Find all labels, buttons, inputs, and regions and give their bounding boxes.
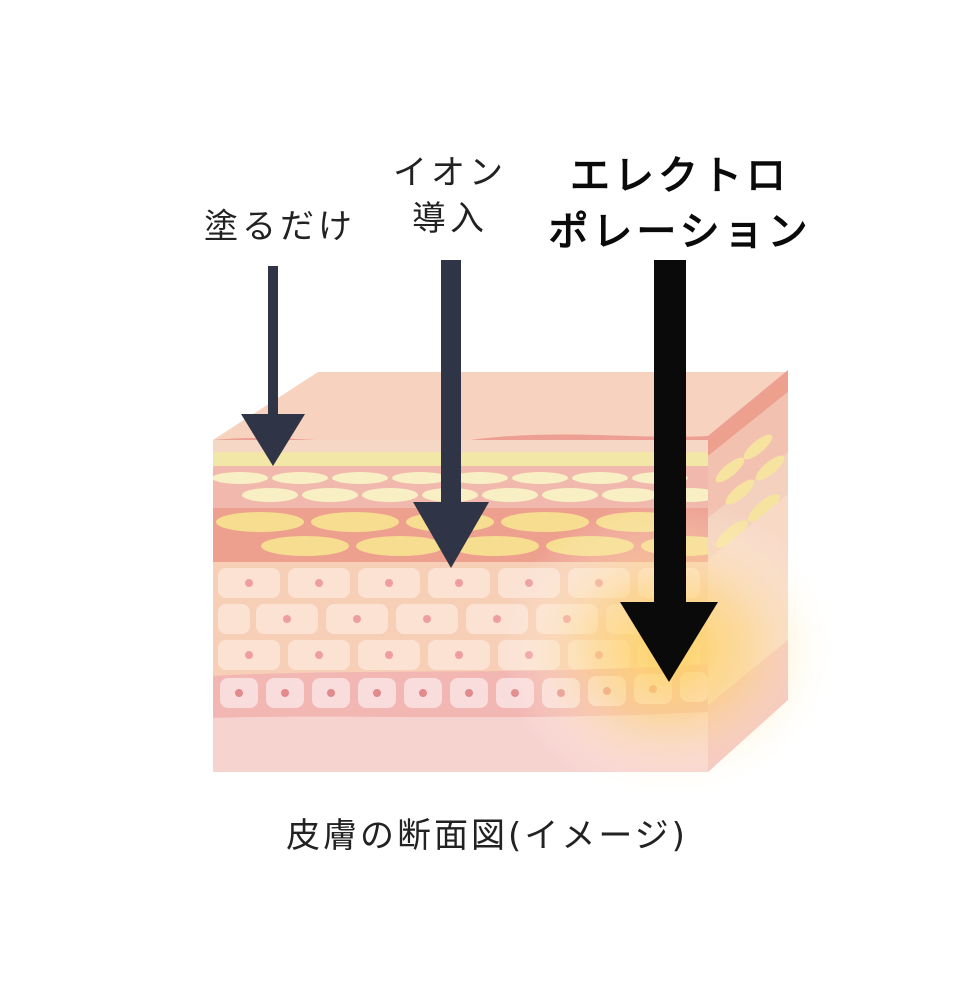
label-nuru-dake: 塗るだけ: [190, 204, 370, 250]
label-electro-line1: エレクトロ: [570, 153, 790, 199]
label-electroporation: エレクトロ ポレーション: [520, 148, 840, 260]
diagram-caption: 皮膚の断面図(イメージ): [286, 816, 688, 856]
label-ion-line2: 導入: [412, 199, 488, 239]
skin-top-surface: [213, 372, 788, 440]
label-nuru-dake-text: 塗るだけ: [204, 207, 356, 247]
arrow-nuru-dake: [241, 266, 305, 466]
label-ion-donyu: イオン 導入: [380, 150, 520, 242]
stratum-corneum-cells: [213, 472, 708, 502]
label-ion-line1: イオン: [393, 153, 507, 193]
arrow-ion-donyu: [413, 260, 489, 568]
label-electro-line2: ポレーション: [548, 209, 812, 255]
arrow-electroporation: [620, 260, 718, 682]
